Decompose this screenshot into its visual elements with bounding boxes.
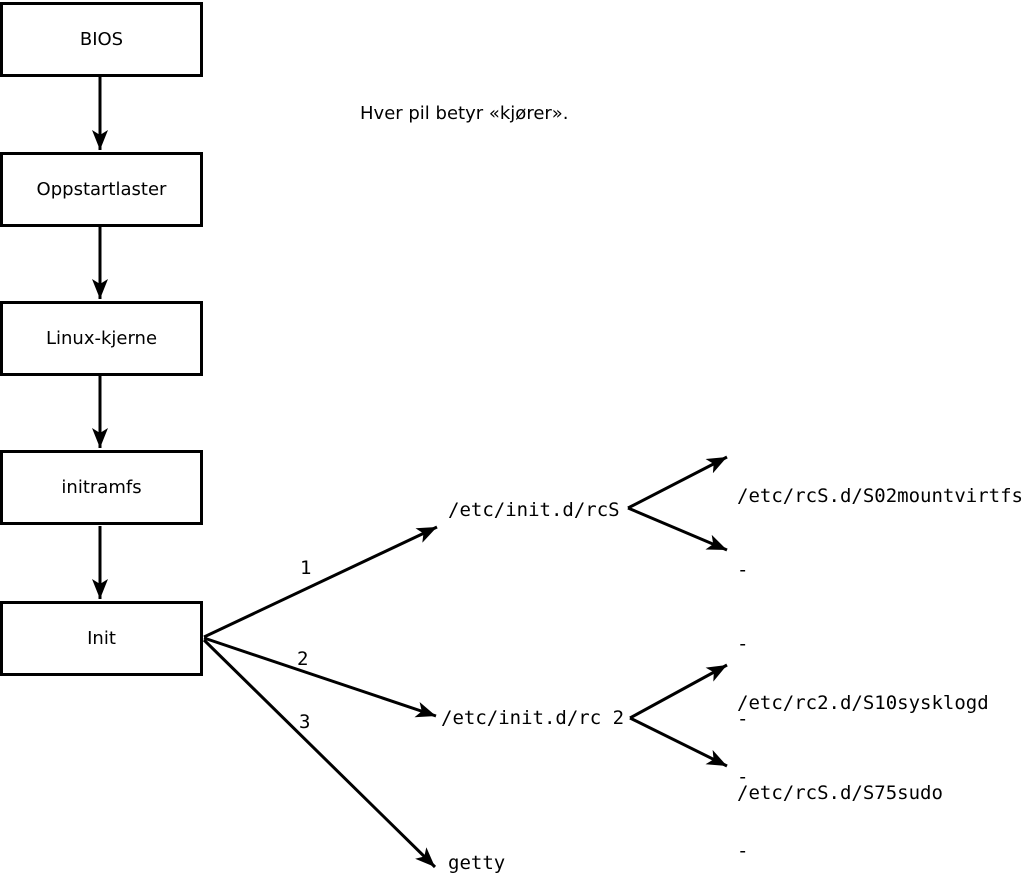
rc2-children: /etc/rc2.d/S10sysklogd - - - /etc/rc2.d/… [737, 641, 989, 875]
list-item: - [737, 707, 749, 730]
caption: Hver pil betyr «kjører». [360, 103, 569, 124]
box-bootloader: Oppstartlaster [0, 152, 203, 227]
list-item: - [737, 633, 749, 656]
box-init: Init [0, 601, 203, 676]
box-linux-kernel: Linux-kjerne [0, 301, 203, 376]
arrow-init-to-rc2 [203, 636, 437, 718]
box-linux-kernel-label: Linux-kjerne [45, 327, 158, 349]
script-init-rcS: /etc/init.d/rcS [448, 499, 620, 521]
list-item: /etc/rcS.d/S02mountvirtfs [737, 484, 1023, 507]
arrow-rcS-to-S02mountvirtfs [627, 455, 728, 510]
arrow-label-2: 2 [297, 648, 309, 670]
box-bootloader-label: Oppstartlaster [36, 178, 167, 200]
box-bios: BIOS [0, 2, 203, 77]
list-item: /etc/rcS.d/S75sudo [737, 782, 943, 805]
box-bios-label: BIOS [79, 28, 124, 50]
box-init-label: Init [87, 627, 116, 649]
arrow-rcS-to-S75sudo [627, 506, 728, 552]
script-init-rc2: /etc/init.d/rc 2 [441, 707, 625, 729]
arrow-label-1: 1 [300, 557, 312, 579]
arrow-label-3: 3 [299, 711, 311, 733]
box-initramfs-label: initramfs [61, 476, 142, 498]
script-getty: getty [448, 852, 506, 874]
list-item: - [737, 840, 749, 863]
arrow-init-to-getty [202, 638, 437, 869]
arrow-rc2-to-S99gdm [629, 716, 728, 768]
list-item: /etc/rc2.d/S10sysklogd [737, 691, 989, 714]
box-initramfs: initramfs [0, 450, 203, 525]
list-item: - [737, 558, 749, 581]
list-item: - [737, 765, 749, 788]
arrow-init-to-rcS [203, 525, 438, 639]
arrow-rc2-to-S10sysklogd [629, 663, 728, 720]
rcS-children: /etc/rcS.d/S02mountvirtfs - - - /etc/rcS… [737, 434, 1023, 856]
